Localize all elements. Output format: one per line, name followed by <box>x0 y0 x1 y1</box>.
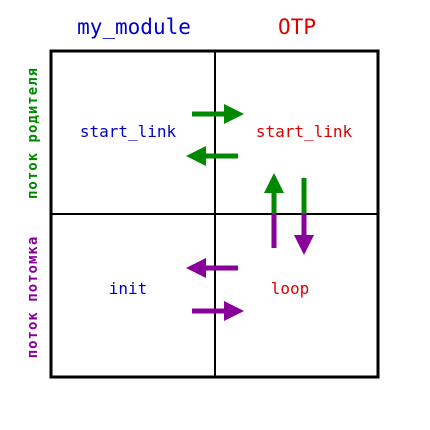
cell-top-left-start-link: start_link <box>79 122 177 141</box>
header-my-module: my_module <box>77 15 191 39</box>
cell-top-right-start-link: start_link <box>255 122 353 141</box>
cell-bottom-right-loop: loop <box>270 279 310 298</box>
cell-bottom-left-init: init <box>108 279 148 298</box>
header-otp: OTP <box>278 15 316 39</box>
